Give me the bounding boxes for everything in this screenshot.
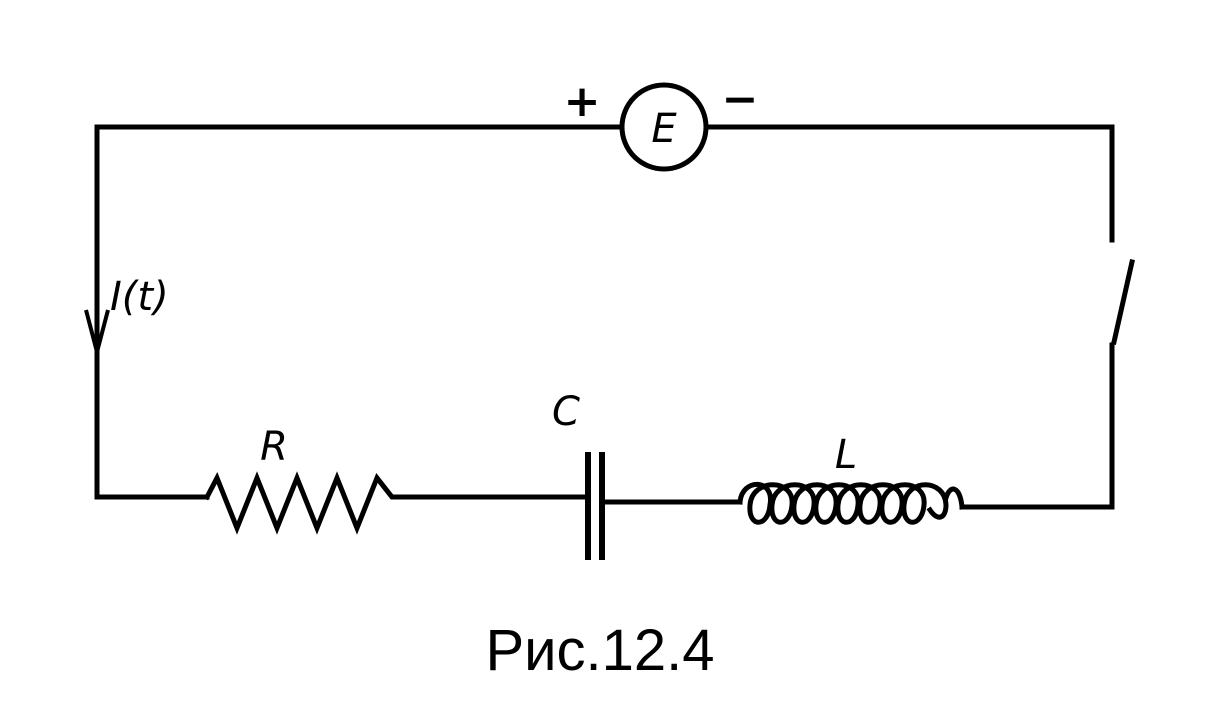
current-label: I(t) [110, 274, 169, 320]
switch [1111, 259, 1135, 345]
emf-source-circle [619, 82, 709, 172]
resistor-label: R [260, 424, 288, 470]
emf-negative-sign: − [722, 74, 759, 125]
current-arrow-head [84, 309, 110, 360]
figure-caption: Рис.12.4 [485, 618, 714, 683]
current-arrow: I(t) [84, 274, 169, 360]
emf-positive-sign: + [564, 76, 601, 127]
resistor-zigzag [203, 471, 588, 535]
left-wire [94, 237, 210, 500]
switch-blade [1111, 259, 1135, 345]
emf-source: E + − [564, 74, 759, 172]
top-wire [94, 124, 1115, 243]
resistor: R [203, 424, 588, 535]
inductor-coil [737, 481, 965, 525]
emf-source-label: E [651, 106, 677, 152]
capacitor: C [552, 389, 743, 560]
capacitor-label: C [552, 389, 580, 435]
right-wire [959, 342, 1115, 510]
inductor: L [737, 432, 965, 525]
inductor-label: L [835, 432, 857, 478]
